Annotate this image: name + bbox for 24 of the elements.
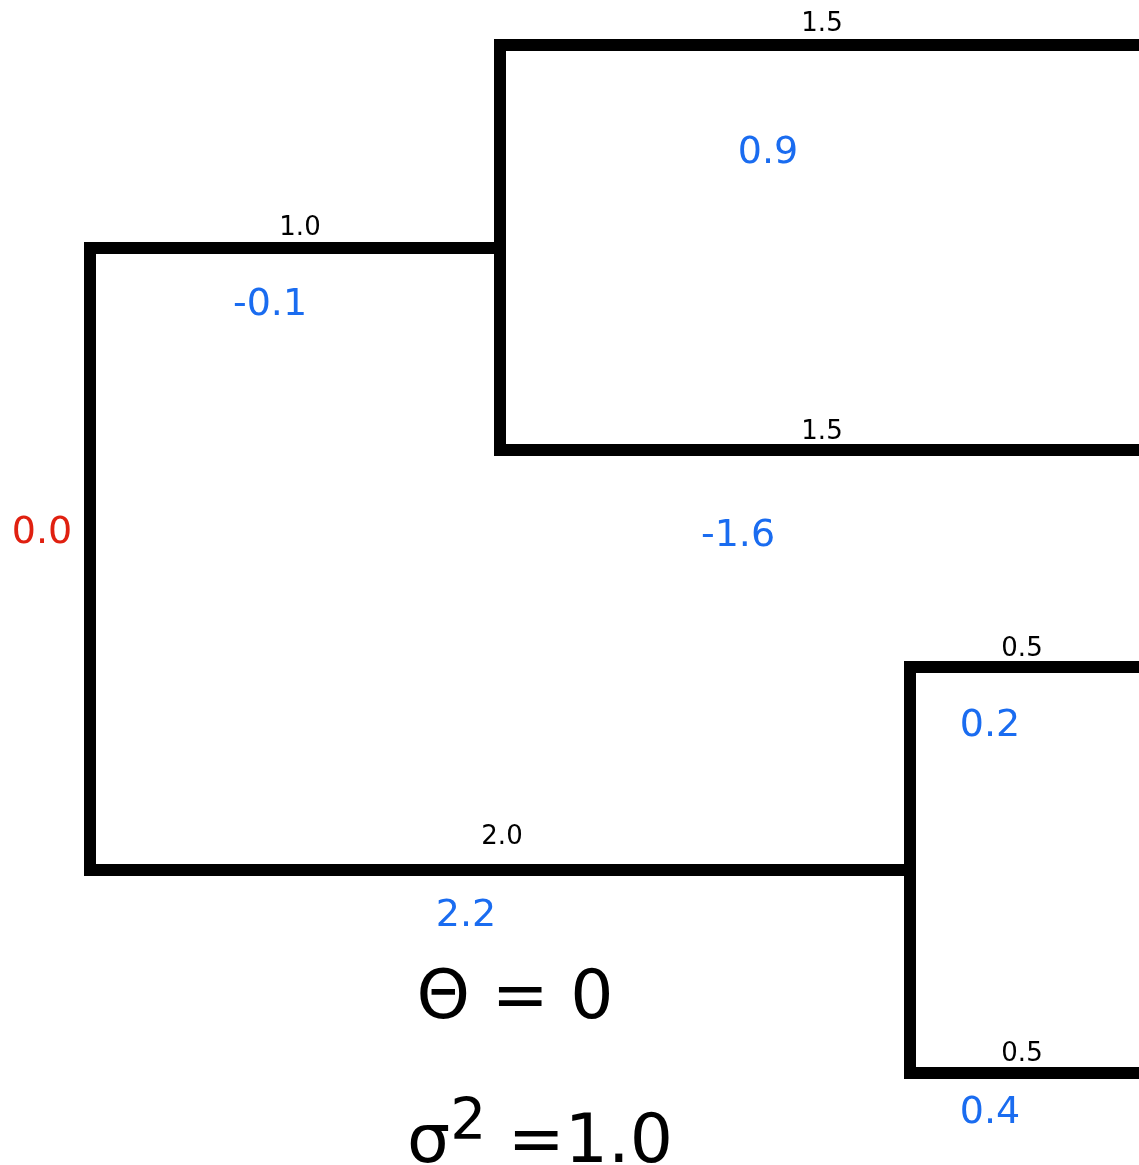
branch-length-label: 0.5 <box>1001 1039 1043 1065</box>
branch-line <box>96 242 494 254</box>
trait-value: -1.6 <box>700 514 776 552</box>
branch-line <box>506 39 1139 51</box>
node-bar <box>84 242 96 876</box>
node-bar <box>904 661 916 1079</box>
parameter-label: σ$^{2}$ =1.0 <box>407 1090 673 1165</box>
branch-length-label: 1.0 <box>279 213 321 239</box>
node-bar <box>494 39 506 456</box>
branch-length-label: 0.5 <box>1001 634 1043 660</box>
branch-length-label: 1.5 <box>801 9 843 35</box>
branch-length-label: 2.0 <box>481 822 523 848</box>
trait-value: 0.4 <box>959 1091 1021 1129</box>
branch-length-label: 1.5 <box>801 417 843 443</box>
branch-line <box>916 661 1139 673</box>
trait-value: 0.9 <box>737 131 799 169</box>
trait-value: 2.2 <box>435 894 497 932</box>
branch-line <box>916 1067 1139 1079</box>
node-value: 0.0 <box>11 511 73 549</box>
branch-line <box>96 864 904 876</box>
branch-line <box>506 444 1139 456</box>
trait-value: -0.1 <box>232 283 308 321</box>
trait-value: 0.2 <box>959 704 1021 742</box>
parameter-label: Θ = 0 <box>416 961 614 1029</box>
